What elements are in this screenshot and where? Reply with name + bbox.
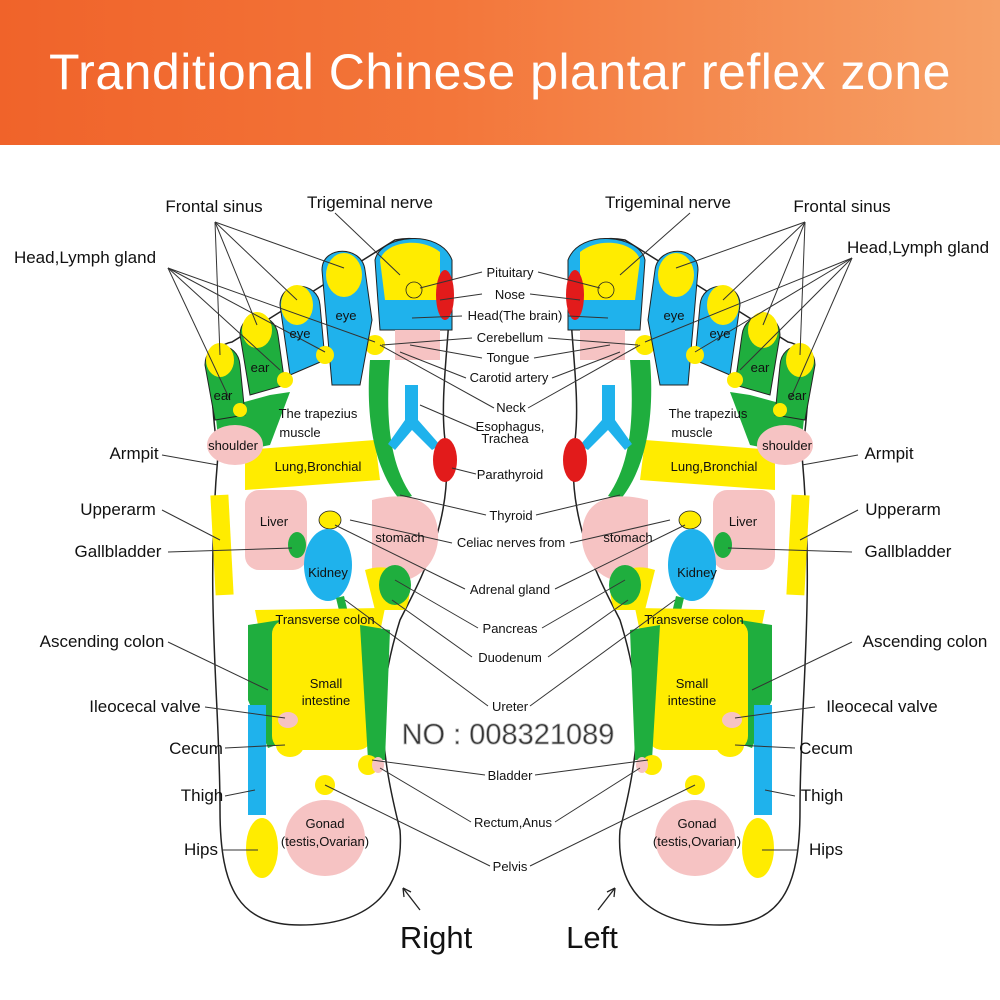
label-thigh-right: Thigh bbox=[181, 786, 224, 805]
zone-small-intestine-left-2: intestine bbox=[668, 693, 716, 708]
reflexology-diagram: eye eye ear ear eye eye ear ear The trap… bbox=[14, 193, 989, 955]
label-armpit-left: Armpit bbox=[864, 444, 913, 463]
zone-labels: eye eye ear ear eye eye ear ear The trap… bbox=[208, 308, 813, 849]
watermark: NO : 008321089 bbox=[402, 719, 615, 751]
label-ileocecal-left: Ileocecal valve bbox=[826, 697, 938, 716]
zone-liver-right: Liver bbox=[260, 514, 289, 529]
zone-ear-right: ear bbox=[251, 360, 270, 375]
label-celiac-nerves: Celiac nerves from bbox=[457, 535, 565, 550]
label-trigeminal-right: Trigeminal nerve bbox=[307, 193, 433, 212]
right-foot-labels: Frontal sinus Head,Lymph gland Trigemina… bbox=[14, 193, 433, 859]
label-head-brain: Head(The brain) bbox=[468, 308, 563, 323]
zone-eye-right-2: eye bbox=[290, 326, 311, 341]
label-right-foot: Right bbox=[400, 920, 473, 955]
zone-ear-right-2: ear bbox=[214, 388, 233, 403]
label-carotid-artery: Carotid artery bbox=[470, 370, 549, 385]
label-pituitary: Pituitary bbox=[487, 265, 534, 280]
leader-lines bbox=[161, 212, 859, 867]
zone-gonad-left-1: Gonad bbox=[677, 816, 716, 831]
label-head-lymph-right: Head,Lymph gland bbox=[14, 248, 156, 267]
zone-transverse-colon-right: Transverse colon bbox=[275, 612, 374, 627]
zone-trapezius-right-1: The trapezius bbox=[279, 406, 358, 421]
zone-shoulder-right: shoulder bbox=[208, 438, 259, 453]
label-armpit-right: Armpit bbox=[109, 444, 158, 463]
label-gallbladder-right: Gallbladder bbox=[75, 542, 162, 561]
zone-eye-left-2: eye bbox=[710, 326, 731, 341]
label-esophagus: Esophagus, bbox=[476, 419, 545, 434]
zone-eye-right: eye bbox=[336, 308, 357, 323]
label-thyroid: Thyroid bbox=[489, 508, 532, 523]
label-neck: Neck bbox=[496, 400, 526, 415]
label-pelvis: Pelvis bbox=[493, 859, 528, 874]
zone-kidney-right: Kidney bbox=[308, 565, 348, 580]
label-cecum-right: Cecum bbox=[169, 739, 223, 758]
label-bladder: Bladder bbox=[488, 768, 533, 783]
zone-stomach-right: stomach bbox=[375, 530, 424, 545]
label-trigeminal-left: Trigeminal nerve bbox=[605, 193, 731, 212]
zone-ear-left-2: ear bbox=[788, 388, 807, 403]
label-gallbladder-left: Gallbladder bbox=[865, 542, 952, 561]
label-upperarm-right: Upperarm bbox=[80, 500, 156, 519]
label-frontal-sinus-left: Frontal sinus bbox=[793, 197, 890, 216]
label-adrenal-gland: Adrenal gland bbox=[470, 582, 550, 597]
label-upperarm-left: Upperarm bbox=[865, 500, 941, 519]
label-cerebellum: Cerebellum bbox=[477, 330, 543, 345]
zone-transverse-colon-left: Transverse colon bbox=[644, 612, 743, 627]
zone-liver-left: Liver bbox=[729, 514, 758, 529]
label-frontal-sinus-right: Frontal sinus bbox=[165, 197, 262, 216]
label-ascending-colon-left: Ascending colon bbox=[863, 632, 988, 651]
zone-trapezius-right-2: muscle bbox=[279, 425, 320, 440]
zone-small-intestine-right-2: intestine bbox=[302, 693, 350, 708]
label-duodenum: Duodenum bbox=[478, 650, 542, 665]
title-banner: Tranditional Chinese plantar reflex zone bbox=[0, 0, 1000, 145]
zone-lung-left: Lung,Bronchial bbox=[671, 459, 758, 474]
zone-gonad-right-1: Gonad bbox=[305, 816, 344, 831]
label-left-foot: Left bbox=[566, 920, 618, 955]
label-hips-left: Hips bbox=[809, 840, 843, 859]
label-head-lymph-left: Head,Lymph gland bbox=[847, 238, 989, 257]
zone-small-intestine-right-1: Small bbox=[310, 676, 343, 691]
zone-shoulder-left: shoulder bbox=[762, 438, 813, 453]
label-thigh-left: Thigh bbox=[801, 786, 844, 805]
page-title: Tranditional Chinese plantar reflex zone bbox=[49, 44, 951, 100]
zone-trapezius-left-2: muscle bbox=[671, 425, 712, 440]
zone-eye-left: eye bbox=[664, 308, 685, 323]
zone-gonad-left-2: (testis,Ovarian) bbox=[653, 834, 741, 849]
label-rectum-anus: Rectum,Anus bbox=[474, 815, 553, 830]
center-labels: Pituitary Nose Head(The brain) Cerebellu… bbox=[457, 265, 565, 874]
label-cecum-left: Cecum bbox=[799, 739, 853, 758]
zone-gonad-right-2: (testis,Ovarian) bbox=[281, 834, 369, 849]
zone-small-intestine-left-1: Small bbox=[676, 676, 709, 691]
zone-kidney-left: Kidney bbox=[677, 565, 717, 580]
label-trachea: Trachea bbox=[481, 431, 529, 446]
zone-trapezius-left-1: The trapezius bbox=[669, 406, 748, 421]
zone-lung-right: Lung,Bronchial bbox=[275, 459, 362, 474]
label-nose: Nose bbox=[495, 287, 525, 302]
label-ileocecal-right: Ileocecal valve bbox=[89, 697, 201, 716]
label-ureter: Ureter bbox=[492, 699, 529, 714]
label-hips-right: Hips bbox=[184, 840, 218, 859]
label-pancreas: Pancreas bbox=[483, 621, 538, 636]
label-ascending-colon-right: Ascending colon bbox=[40, 632, 165, 651]
zone-ear-left: ear bbox=[751, 360, 770, 375]
left-foot-labels: Trigeminal nerve Frontal sinus Head,Lymp… bbox=[605, 193, 989, 859]
foot-arrows bbox=[402, 887, 616, 911]
zone-stomach-left: stomach bbox=[603, 530, 652, 545]
label-tongue: Tongue bbox=[487, 350, 530, 365]
label-parathyroid: Parathyroid bbox=[477, 467, 543, 482]
